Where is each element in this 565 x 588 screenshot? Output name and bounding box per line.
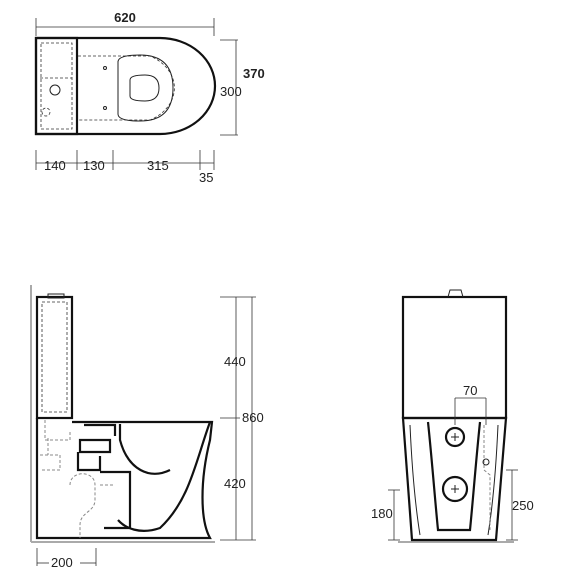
dimension-outlet-offset: 200 [36,548,97,570]
label-tank-height: 440 [224,354,246,369]
label-inlet-spacing: 70 [463,383,477,398]
label-total-height: 860 [242,410,264,425]
label-left-height: 180 [371,506,393,521]
label-segment-1: 140 [44,158,66,173]
front-view: 70 180 250 [371,289,534,543]
side-view: 440 860 420 200 [30,285,264,570]
label-overall-width: 620 [114,10,136,25]
dimension-left-height: 180 [371,489,400,541]
label-right-height: 250 [512,498,534,513]
label-segment-3: 315 [147,158,169,173]
front-tank [401,289,508,420]
dimension-seat-depth: 300 [220,84,242,99]
label-segment-2: 130 [83,158,105,173]
front-bowl [401,416,508,542]
top-view-outline [34,36,217,136]
dimension-right-height: 250 [506,469,534,541]
label-seat-depth: 300 [220,84,242,99]
side-hidden-lines [40,420,115,538]
label-bowl-height: 420 [224,476,246,491]
dimension-inlet-spacing: 70 [454,383,487,425]
side-bowl [35,418,214,540]
side-tank [35,293,74,420]
dimension-segments: 140 130 315 35 [35,150,215,185]
top-view: 620 370 [34,10,265,185]
dimension-overall-width: 620 [35,10,215,36]
label-outlet-offset: 200 [51,555,73,570]
label-segment-4: 35 [199,170,213,185]
label-overall-depth: 370 [243,66,265,81]
dimension-depth: 370 [220,39,265,136]
dimension-side-heights: 440 860 420 [220,296,264,541]
